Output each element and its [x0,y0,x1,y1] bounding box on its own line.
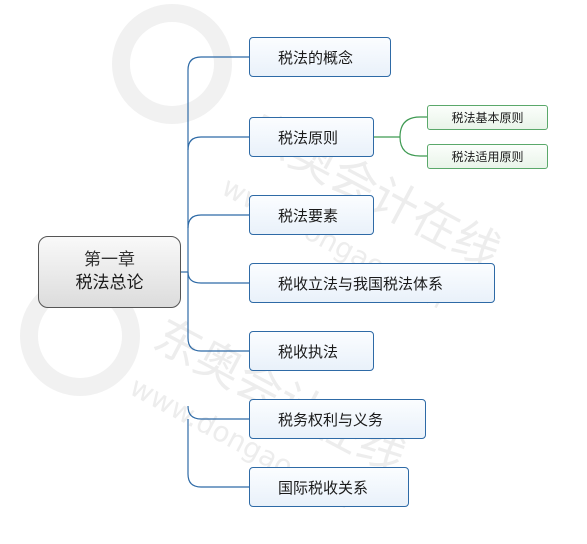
subtopic-node[interactable]: 税法适用原则 [427,144,548,169]
subtopic-label: 税法基本原则 [451,111,524,125]
topic-label: 国际税收关系 [278,478,369,497]
topic-label: 税务权利与义务 [278,410,384,429]
subtopic-label: 税法适用原则 [451,150,524,164]
topic-label: 税法的概念 [278,48,354,67]
root-node[interactable]: 第一章 税法总论 [38,236,181,308]
topic-node[interactable]: 税收执法 [249,331,374,371]
topic-node[interactable]: 税法的概念 [249,37,391,77]
topic-label: 税法原则 [278,128,339,147]
subtopic-node[interactable]: 税法基本原则 [427,105,548,130]
topic-node[interactable]: 税法要素 [249,195,374,235]
topic-label: 税收执法 [278,342,339,361]
topic-node[interactable]: 税收立法与我国税法体系 [249,263,495,303]
root-chapter-label: 第一章 [84,250,135,270]
root-title: 税法总论 [75,273,144,293]
topic-node[interactable]: 税法原则 [249,117,374,157]
topic-label: 税收立法与我国税法体系 [278,274,444,293]
topic-node[interactable]: 国际税收关系 [249,467,409,507]
topic-node[interactable]: 税务权利与义务 [249,399,426,439]
topic-label: 税法要素 [278,206,339,225]
